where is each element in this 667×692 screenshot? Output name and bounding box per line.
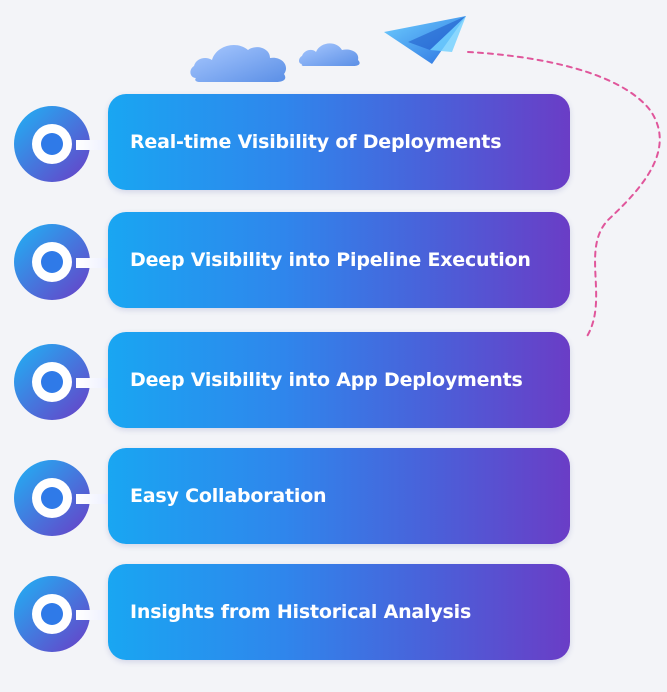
feature-label: Easy Collaboration <box>130 485 327 507</box>
feature-card: Deep Visibility into App Deployments <box>108 332 570 428</box>
feature-label: Deep Visibility into App Deployments <box>130 369 523 391</box>
feature-label: Insights from Historical Analysis <box>130 601 472 623</box>
ring-marker-icon <box>14 106 90 182</box>
ring-marker-icon <box>14 344 90 420</box>
ring-marker-icon <box>14 224 90 300</box>
connector <box>76 610 116 620</box>
list-item: Real-time Visibility of Deployments <box>0 94 667 194</box>
list-item: Easy Collaboration <box>0 448 667 548</box>
flight-path <box>467 51 661 339</box>
connector <box>76 494 116 504</box>
list-item: Deep Visibility into App Deployments <box>0 332 667 432</box>
feature-card: Deep Visibility into Pipeline Execution <box>108 212 570 308</box>
list-item: Insights from Historical Analysis <box>0 564 667 664</box>
feature-label: Real-time Visibility of Deployments <box>130 131 502 153</box>
connector <box>76 140 116 150</box>
list-item: Deep Visibility into Pipeline Execution <box>0 212 667 312</box>
ring-marker-icon <box>14 576 90 652</box>
feature-card: Insights from Historical Analysis <box>108 564 570 660</box>
connector <box>76 378 116 388</box>
connector <box>76 258 116 268</box>
feature-card: Real-time Visibility of Deployments <box>108 94 570 190</box>
cloud-icon <box>299 43 360 66</box>
cloud-icon <box>190 45 287 82</box>
ring-marker-icon <box>14 460 90 536</box>
feature-card: Easy Collaboration <box>108 448 570 544</box>
feature-label: Deep Visibility into Pipeline Execution <box>130 249 531 271</box>
paper-plane-icon <box>384 16 466 64</box>
